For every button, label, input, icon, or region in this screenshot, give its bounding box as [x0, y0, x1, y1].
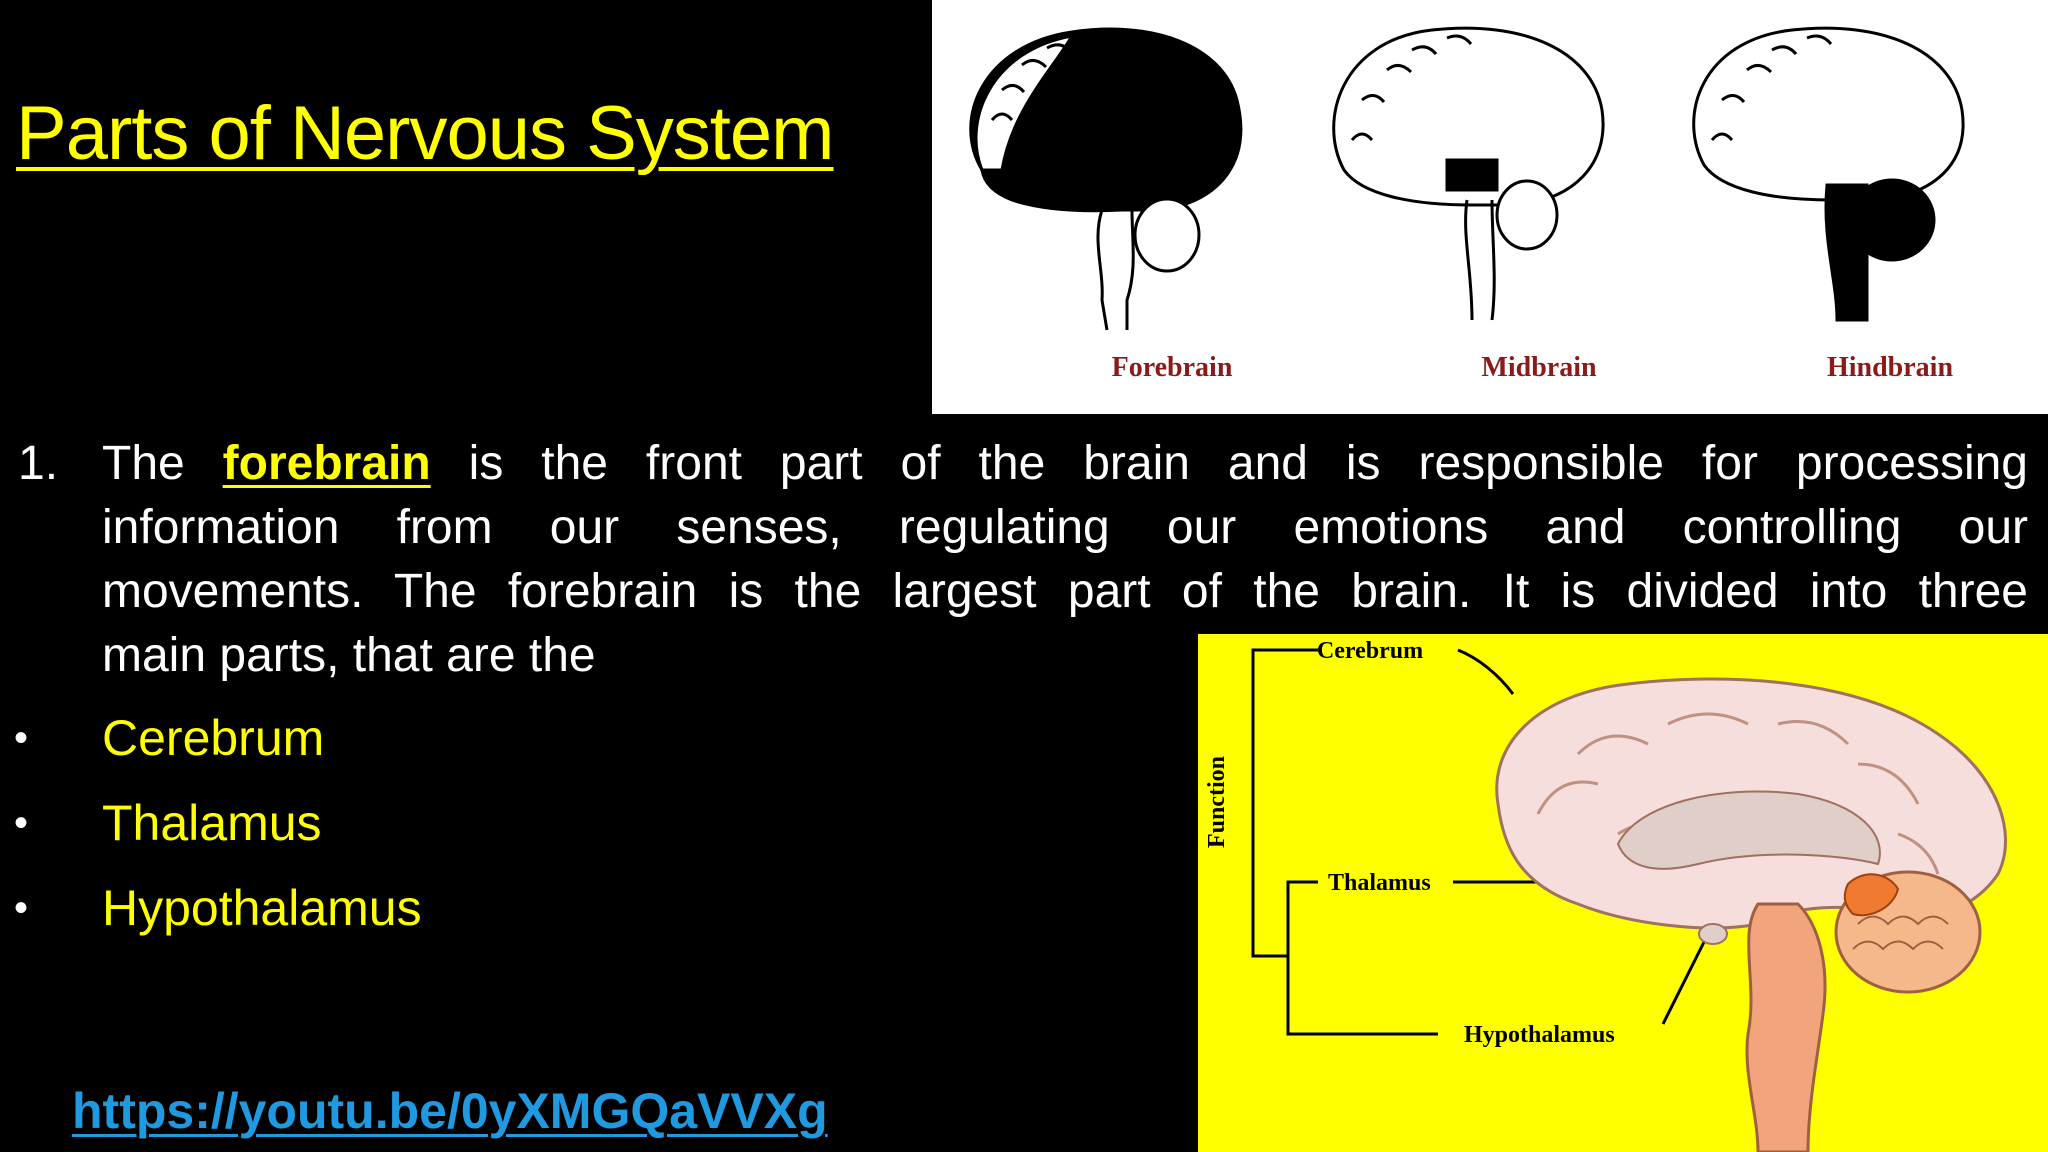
forebrain-label: Forebrain: [1112, 352, 1233, 383]
list-number: 1.: [18, 437, 59, 490]
forebrain-anatomy-figure: Function Cerebrum Thalamus Hypothalamus: [1198, 634, 2048, 1152]
forebrain-highlight: forebrain: [222, 437, 431, 490]
paragraph-line-4: main parts, that are the: [102, 629, 596, 682]
midbrain-label: Midbrain: [1481, 352, 1597, 383]
hindbrain-brain-drawing: [1692, 26, 1965, 322]
forebrain-paragraph: 1. The forebrain is the front part of th…: [18, 432, 2028, 688]
hypothalamus-label: Hypothalamus: [1464, 1022, 1615, 1048]
bullet-label-cerebrum: Cerebrum: [102, 710, 325, 766]
thalamus-label: Thalamus: [1328, 870, 1431, 896]
bullet-marker: •: [14, 716, 29, 760]
paragraph-prefix: The: [102, 437, 185, 490]
hindbrain-label: Hindbrain: [1827, 352, 1953, 383]
function-label: Function: [1204, 756, 1230, 848]
midbrain-brain-drawing: [1332, 26, 1605, 321]
bullet-label-thalamus: Thalamus: [102, 795, 322, 851]
paragraph-line-1: The forebrain is the front part of the b…: [102, 432, 2028, 496]
paragraph-line-3: movements. The forebrain is the largest …: [102, 565, 2028, 618]
bullet-marker: •: [14, 801, 29, 845]
bullet-marker: •: [14, 886, 29, 930]
slide-title: Parts of Nervous System: [16, 91, 834, 176]
youtube-link[interactable]: https://youtu.be/0yXMGQaVVXg: [72, 1083, 828, 1139]
paragraph-line-2: information from our senses, regulating …: [102, 501, 2028, 554]
forebrain-brain-drawing: [969, 27, 1243, 331]
paragraph-line-1-rest: is the front part of the brain and is re…: [468, 437, 2029, 490]
bullet-label-hypothalamus: Hypothalamus: [102, 880, 422, 936]
brain-regions-figure: Forebrain Midbrain Hindbrain: [932, 0, 2048, 414]
cerebrum-label: Cerebrum: [1317, 638, 1423, 664]
brain-illustration: [1495, 677, 2007, 1152]
